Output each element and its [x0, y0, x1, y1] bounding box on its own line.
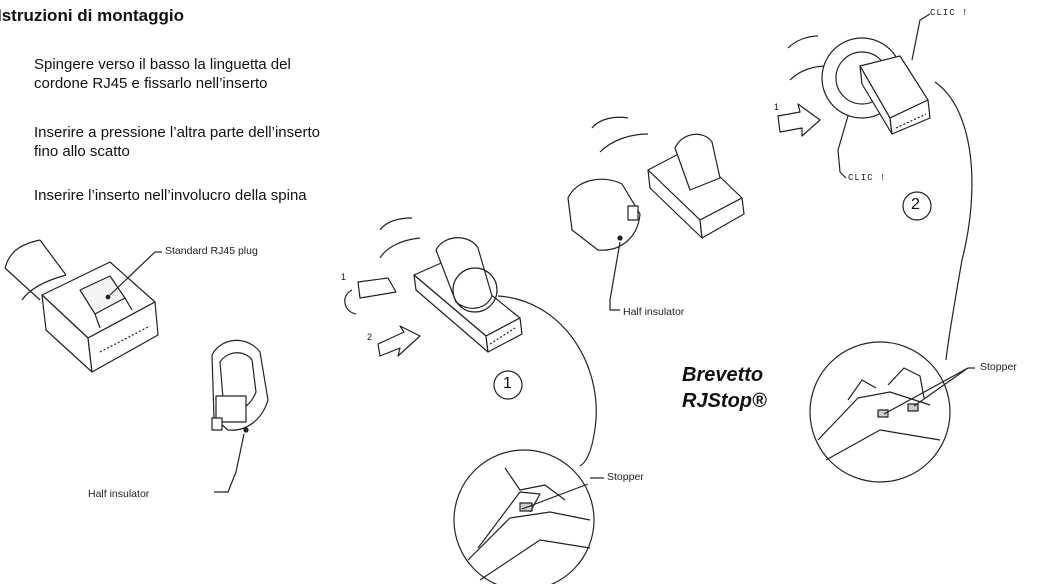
arrow-number-2-middle: 2: [367, 332, 373, 342]
label-clic-top: CLIC !: [930, 8, 969, 18]
stopper-detail-right: [809, 341, 975, 483]
step-circle-1: 1: [503, 375, 512, 392]
step-circle-2: 2: [911, 196, 920, 213]
label-half-insulator-left: Half insulator: [88, 488, 150, 500]
brand-line-2: RJStop®: [682, 390, 767, 412]
label-clic-bottom: CLIC !: [848, 173, 887, 183]
rj45-plug-left: [4, 239, 159, 373]
plug-assembly-middle: [344, 217, 597, 467]
instruction-step-2: Inserire a pressione l’altra parte dell’…: [34, 124, 320, 160]
arrow-number-1-middle: 1: [341, 272, 347, 282]
page-title: Istruzioni di montaggio: [0, 6, 184, 25]
stopper-detail-middle: [453, 449, 595, 584]
plug-assembly-right: [777, 13, 973, 361]
plug-exploded-upper: [567, 116, 745, 311]
instruction-step-3: Inserire l’inserto nell’involucro della …: [34, 187, 307, 204]
arrow-number-1-right: 1: [774, 102, 780, 112]
label-standard-rj45-plug: Standard RJ45 plug: [165, 245, 258, 257]
brand-line-1: Brevetto: [682, 364, 764, 386]
label-stopper-middle: Stopper: [607, 471, 644, 483]
label-half-insulator-right: Half insulator: [623, 306, 685, 318]
brand-label: Brevetto RJStop®: [682, 362, 767, 414]
label-stopper-right: Stopper: [980, 361, 1017, 373]
half-insulator-left: [211, 339, 269, 493]
instruction-step-1: Spingere verso il basso la linguetta del…: [34, 56, 291, 92]
